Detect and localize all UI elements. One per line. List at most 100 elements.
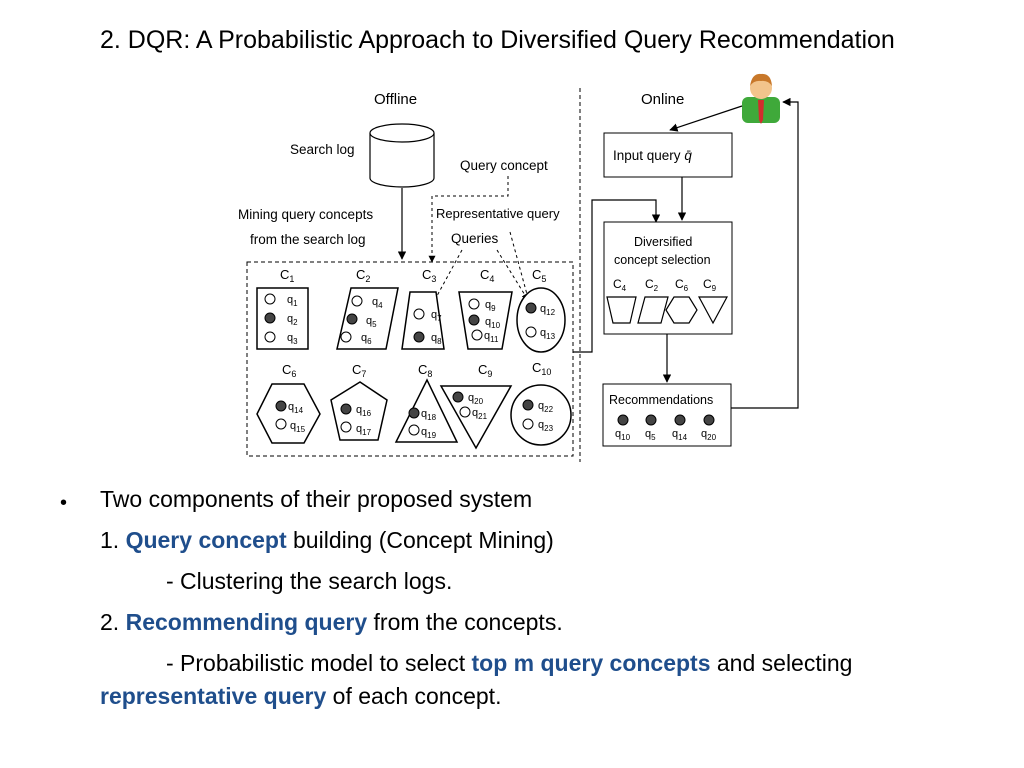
query-dot-filled [522,399,534,411]
query-dot-empty [275,418,287,430]
body-line-2-suffix: building (Concept Mining) [286,527,554,553]
query-concept-label: Query concept [460,158,548,173]
slide-title: 2. DQR: A Probabilistic Approach to Dive… [100,26,895,54]
recommended-query-dot [645,414,657,426]
cluster-label: C2 [356,267,370,284]
body-line-5: - Probabilistic model to select top m qu… [166,648,852,678]
rep-query-label-line2: Queries [451,231,499,246]
cluster-label: C6 [282,362,296,379]
query-label: q6 [361,332,372,346]
cluster-shape-circle [510,384,572,446]
rep-query-label-line1: Representative query [436,206,560,221]
query-dot-empty [408,424,420,436]
query-dot-empty [525,326,537,338]
query-dot-filled [468,314,480,326]
rep-query-arrow-3 [509,231,529,299]
mining-label-line2: from the search log [250,232,366,247]
body-line-4-suffix: from the concepts. [367,609,563,635]
query-dot-filled [264,312,276,324]
query-dot-empty [471,329,483,341]
cluster-shape-trapezoid [401,291,445,350]
highlight-representative-query: representative query [100,683,327,709]
cluster-label: C3 [422,267,436,284]
query-label: q2 [287,313,298,327]
body-line-2-prefix: 1. [100,527,126,553]
clusters-container [246,261,574,457]
query-dot-empty [264,331,276,343]
query-dot-filled [452,391,464,403]
cluster-label: C5 [532,267,546,284]
body-line-4: 2. Recommending query from the concepts. [100,607,563,637]
bullet-marker: • [60,492,68,514]
query-dot-filled [340,403,352,415]
body-line-6-suffix: of each concept. [326,683,502,709]
query-dot-empty [468,298,480,310]
search-log-label: Search log [290,142,355,157]
selected-shape-parallelogram [637,296,669,324]
body-line-5-suffix: and selecting [710,650,853,676]
clusters-to-selection-connector [573,199,661,353]
search-log-database-icon [369,123,435,188]
selected-concept-label: C6 [675,277,689,293]
diversified-label-line2: concept selection [614,253,711,267]
query-dot-filled [413,331,425,343]
body-line-4-prefix: 2. [100,609,126,635]
dqr-diagram: Offline Online Search log Query concept … [238,73,799,462]
cluster-label: C9 [478,362,492,379]
cluster-label: C1 [280,267,294,284]
query-concept-dashed-connector [428,176,509,263]
query-dot-filled [525,302,537,314]
rep-query-arrow-2 [496,249,529,301]
query-dot-filled [408,407,420,419]
query-label: q3 [287,332,298,346]
recommended-query-dot [674,414,686,426]
highlight-query-concept: Query concept [125,527,287,553]
query-dot-empty [413,308,425,320]
query-dot-empty [264,293,276,305]
recommended-query-label: q5 [645,428,656,442]
query-dot-empty [459,406,471,418]
selected-concept-label: C9 [703,277,717,293]
query-dot-empty [340,331,352,343]
recommended-query-label: q10 [615,428,631,442]
query-dot-empty [340,421,352,433]
query-label: q5 [366,315,377,329]
recommended-query-dot [703,414,715,426]
body-line-1-text: Two components of their proposed system [100,486,533,512]
body-line-3: - Clustering the search logs. [166,566,452,596]
body-line-6: representative query of each concept. [100,681,501,711]
selected-shape-hexagon [665,296,698,324]
mining-label-line1: Mining query concepts [238,207,373,222]
query-dot-filled [346,313,358,325]
recommendations-to-user-loop [731,97,799,409]
highlight-top-m-query-concepts: top m query concepts [471,650,711,676]
recommended-query-dot [617,414,629,426]
query-label: q8 [431,332,442,346]
user-to-input-arrow [669,105,743,132]
diversified-label-line1: Diversified [634,235,692,249]
query-label: q4 [372,296,383,310]
query-dot-empty [351,295,363,307]
selected-shape-inverted-trapezoid [606,296,637,324]
query-dot-filled [275,400,287,412]
cluster-shape-hexagon [256,383,321,444]
recommended-query-label: q14 [672,428,688,442]
body-line-5-prefix: - Probabilistic model to select [166,650,472,676]
body-line-1: Two components of their proposed system [100,484,532,514]
query-label: q9 [485,299,496,313]
offline-label: Offline [374,91,417,108]
cluster-label: C7 [352,362,366,379]
selected-concept-label: C2 [645,277,659,293]
selected-shape-inverted-triangle [697,296,729,325]
user-icon [742,73,780,124]
cluster-label: C10 [532,360,551,377]
body-line-3-text: - Clustering the search logs. [166,568,453,594]
input-query-label: Input query q̄ [613,148,692,163]
input-query-box [603,132,733,178]
cluster-shape-ellipse [516,287,566,353]
query-dot-empty [522,418,534,430]
highlight-recommending-query: Recommending query [125,609,368,635]
selected-concept-label: C4 [613,277,627,293]
query-label: q7 [431,309,442,323]
body-line-2: 1. Query concept building (Concept Minin… [100,525,554,555]
